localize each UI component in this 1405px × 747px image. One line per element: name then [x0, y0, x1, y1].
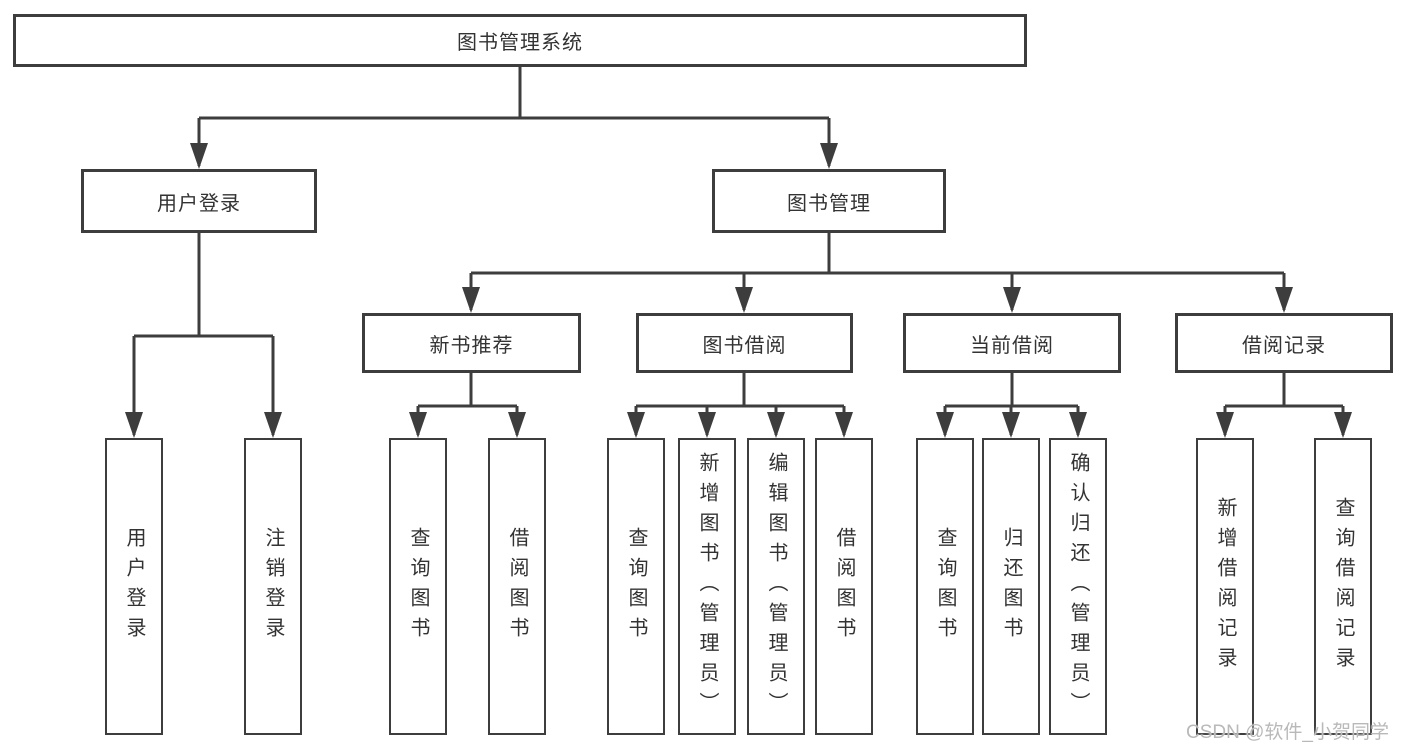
leaf-br-query-record-label: 查询借阅记录: [1332, 496, 1354, 677]
node-borrow-records-label: 借阅记录: [1242, 334, 1326, 357]
node-book-management: 图书管理: [712, 169, 946, 233]
arrowhead: [820, 143, 838, 169]
arrowhead: [835, 412, 853, 438]
node-library-system-label: 图书管理系统: [457, 32, 583, 54]
node-new-book-recommend-label: 新书推荐: [429, 334, 514, 357]
node-user-login-label: 用户登录: [157, 192, 241, 215]
connector-user-login-children: [132, 233, 275, 435]
arrowhead: [264, 412, 282, 438]
arrowhead: [409, 412, 427, 438]
node-current-borrow: 当前借阅: [903, 313, 1121, 373]
leaf-bb-query-books: 查询图书: [607, 438, 665, 735]
leaf-br-query-record: 查询借阅记录: [1314, 438, 1372, 735]
arrowhead: [125, 412, 143, 438]
leaf-user-login: 用户登录: [105, 438, 163, 735]
leaf-bb-add-books-admin-label: 新增图书（管理员）: [696, 451, 718, 722]
connector-borrow-records-children: [1223, 373, 1345, 435]
arrowhead: [1334, 412, 1352, 438]
leaf-bb-query-books-label: 查询图书: [625, 526, 647, 647]
connector-book-borrow-children: [634, 373, 846, 435]
leaf-cb-query-books-label: 查询图书: [934, 526, 956, 647]
leaf-nb-borrow-books: 借阅图书: [488, 438, 546, 735]
arrowhead: [1002, 412, 1020, 438]
leaf-br-add-record: 新增借阅记录: [1196, 438, 1254, 735]
arrowhead: [767, 412, 785, 438]
node-user-login: 用户登录: [81, 169, 317, 233]
leaf-cb-confirm-return-admin: 确认归还（管理员）: [1049, 438, 1107, 735]
arrowhead: [1216, 412, 1234, 438]
arrowhead: [735, 287, 753, 313]
leaf-bb-add-books-admin: 新增图书（管理员）: [678, 438, 736, 735]
leaf-logout: 注销登录: [244, 438, 302, 735]
arrowhead: [1069, 412, 1087, 438]
connector-new-books-children: [416, 373, 519, 435]
leaf-bb-borrow-books-label: 借阅图书: [833, 526, 855, 647]
node-book-management-label: 图书管理: [787, 192, 871, 215]
leaf-nb-query-books-label: 查询图书: [407, 526, 429, 647]
leaf-cb-confirm-return-admin-label: 确认归还（管理员）: [1067, 451, 1089, 722]
leaf-bb-borrow-books: 借阅图书: [815, 438, 873, 735]
leaf-cb-query-books: 查询图书: [916, 438, 974, 735]
leaf-br-add-record-label: 新增借阅记录: [1214, 496, 1236, 677]
arrowhead: [936, 412, 954, 438]
leaf-logout-label: 注销登录: [262, 526, 284, 647]
node-library-system: 图书管理系统: [13, 14, 1027, 67]
leaf-bb-edit-books-admin: 编辑图书（管理员）: [747, 438, 805, 735]
arrowhead: [627, 412, 645, 438]
arrowhead: [1003, 287, 1021, 313]
arrowhead: [698, 412, 716, 438]
arrowhead: [1275, 287, 1293, 313]
node-new-book-recommend: 新书推荐: [362, 313, 581, 373]
node-book-borrow-label: 图书借阅: [702, 334, 787, 357]
arrowhead: [190, 143, 208, 169]
connector-root-to-level2: [197, 66, 831, 166]
arrowhead: [508, 412, 526, 438]
node-borrow-records: 借阅记录: [1175, 313, 1393, 373]
node-book-borrow: 图书借阅: [636, 313, 853, 373]
watermark-text: CSDN @软件_小贺同学: [1186, 722, 1389, 743]
leaf-user-login-label: 用户登录: [123, 526, 145, 647]
connector-book-mgmt-children: [469, 233, 1286, 310]
node-current-borrow-label: 当前借阅: [970, 334, 1054, 357]
leaf-bb-edit-books-admin-label: 编辑图书（管理员）: [765, 451, 787, 722]
leaf-cb-return-books: 归还图书: [982, 438, 1040, 735]
leaf-nb-query-books: 查询图书: [389, 438, 447, 735]
arrowhead: [462, 287, 480, 313]
leaf-cb-return-books-label: 归还图书: [1000, 526, 1022, 647]
leaf-nb-borrow-books-label: 借阅图书: [506, 526, 528, 647]
